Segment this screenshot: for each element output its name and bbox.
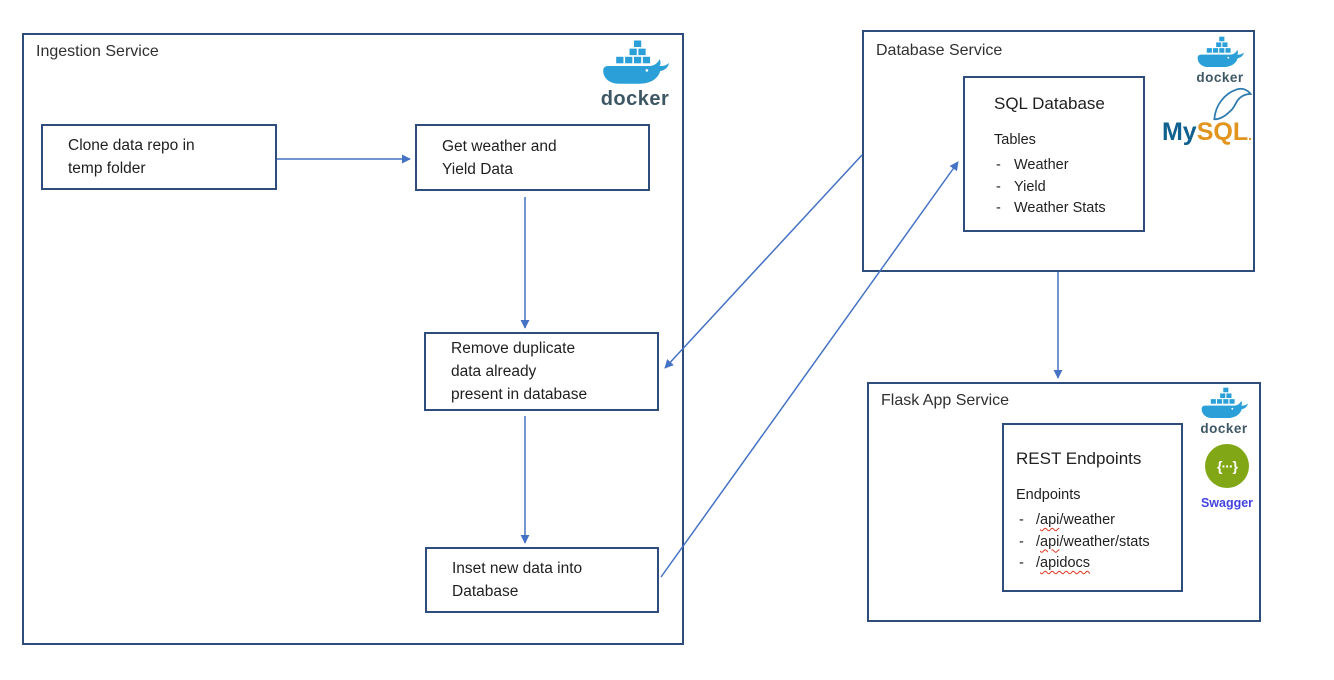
flow-node-clone-repo: Clone data repo in temp folder xyxy=(41,124,277,190)
node-line: present in database xyxy=(451,386,588,403)
mysql-dolphin-icon xyxy=(1213,87,1253,121)
docker-wordmark: docker xyxy=(600,88,670,110)
tables-label: Tables xyxy=(994,132,1036,148)
misspelled-segment: api xyxy=(1040,512,1060,528)
endpoint-list-item: - /api/weather xyxy=(1019,510,1150,532)
list-dash: - xyxy=(1019,533,1024,550)
database-service-title: Database Service xyxy=(876,42,1003,59)
node-line: Inset new data into xyxy=(452,560,583,577)
list-dash: - xyxy=(996,200,1001,216)
endpoints-label: Endpoints xyxy=(1016,487,1081,503)
tables-list: - Weather - Yield - Weather Stats xyxy=(996,155,1106,220)
sql-database-title: SQL Database xyxy=(994,94,1105,113)
table-name: Yield xyxy=(1014,178,1046,195)
docker-logo: docker xyxy=(1189,387,1259,436)
flask-app-service-title: Flask App Service xyxy=(881,392,1010,409)
swagger-wordmark: Swagger xyxy=(1200,496,1254,510)
list-dash: - xyxy=(996,157,1001,173)
list-dash: - xyxy=(996,178,1001,195)
list-dash: - xyxy=(1019,512,1024,528)
mysql-logo: MySQL. xyxy=(1151,86,1263,147)
flow-node-insert-data: Inset new data into Database xyxy=(425,547,659,613)
docker-whale-icon xyxy=(1197,36,1244,68)
misspelled-segment: apidocs xyxy=(1040,555,1091,571)
mysql-wordmark: MySQL. xyxy=(1151,118,1263,147)
flow-node-remove-duplicates: Remove duplicate data already present in… xyxy=(424,332,659,411)
endpoint-path: /api/weather/stats xyxy=(1036,533,1150,550)
table-name: Weather xyxy=(1014,157,1069,173)
swagger-icon: {···} xyxy=(1205,444,1249,488)
docker-logo: docker xyxy=(1185,36,1255,85)
endpoint-list-item: - /api/weather/stats xyxy=(1019,532,1150,554)
node-line: Yield Data xyxy=(442,160,513,178)
rest-endpoints-box: REST Endpoints Endpoints - /api/weather … xyxy=(1002,423,1183,592)
node-line: Database xyxy=(452,583,519,600)
ingestion-service-box: Ingestion Service docker Clone data repo… xyxy=(22,33,684,645)
table-list-item: - Weather xyxy=(996,155,1106,177)
rest-endpoints-title: REST Endpoints xyxy=(1016,449,1142,468)
swagger-logo: {···} Swagger xyxy=(1195,444,1259,510)
endpoints-list: - /api/weather - /api/weather/stats - /a… xyxy=(1019,510,1150,575)
node-line: temp folder xyxy=(68,160,146,177)
node-line: Get weather and xyxy=(442,137,557,155)
arrow-database-to-remove xyxy=(664,154,863,369)
swagger-braces-glyph: {···} xyxy=(1217,458,1238,474)
endpoint-path: /apidocs xyxy=(1036,555,1091,571)
table-list-item: - Yield xyxy=(996,177,1106,199)
docker-wordmark: docker xyxy=(1200,421,1248,436)
mysql-word-sql: SQL xyxy=(1196,118,1249,146)
node-line: Clone data repo in xyxy=(68,137,195,154)
ingestion-service-title: Ingestion Service xyxy=(36,43,159,60)
table-name: Weather Stats xyxy=(1014,200,1106,216)
misspelled-segment: api xyxy=(1040,533,1060,550)
flow-node-get-data: Get weather and Yield Data xyxy=(415,124,650,191)
sql-database-box: SQL Database Tables - Weather - Yield - … xyxy=(963,76,1145,232)
docker-wordmark: docker xyxy=(1196,70,1244,85)
docker-logo: docker xyxy=(585,39,685,111)
list-dash: - xyxy=(1019,555,1024,571)
node-line: data already xyxy=(451,363,537,380)
mysql-word-my: My xyxy=(1161,118,1197,146)
database-service-box: Database Service docker MySQL. xyxy=(862,30,1255,272)
mysql-word-dot: . xyxy=(1248,127,1253,143)
docker-whale-icon xyxy=(603,39,670,84)
node-line: Remove duplicate xyxy=(451,340,576,357)
table-list-item: - Weather Stats xyxy=(996,198,1106,220)
flask-app-service-box: Flask App Service docker {···} Swagger xyxy=(867,382,1261,622)
endpoint-list-item: - /apidocs xyxy=(1019,553,1150,575)
docker-whale-icon xyxy=(1201,387,1248,419)
endpoint-path: /api/weather xyxy=(1036,512,1116,528)
